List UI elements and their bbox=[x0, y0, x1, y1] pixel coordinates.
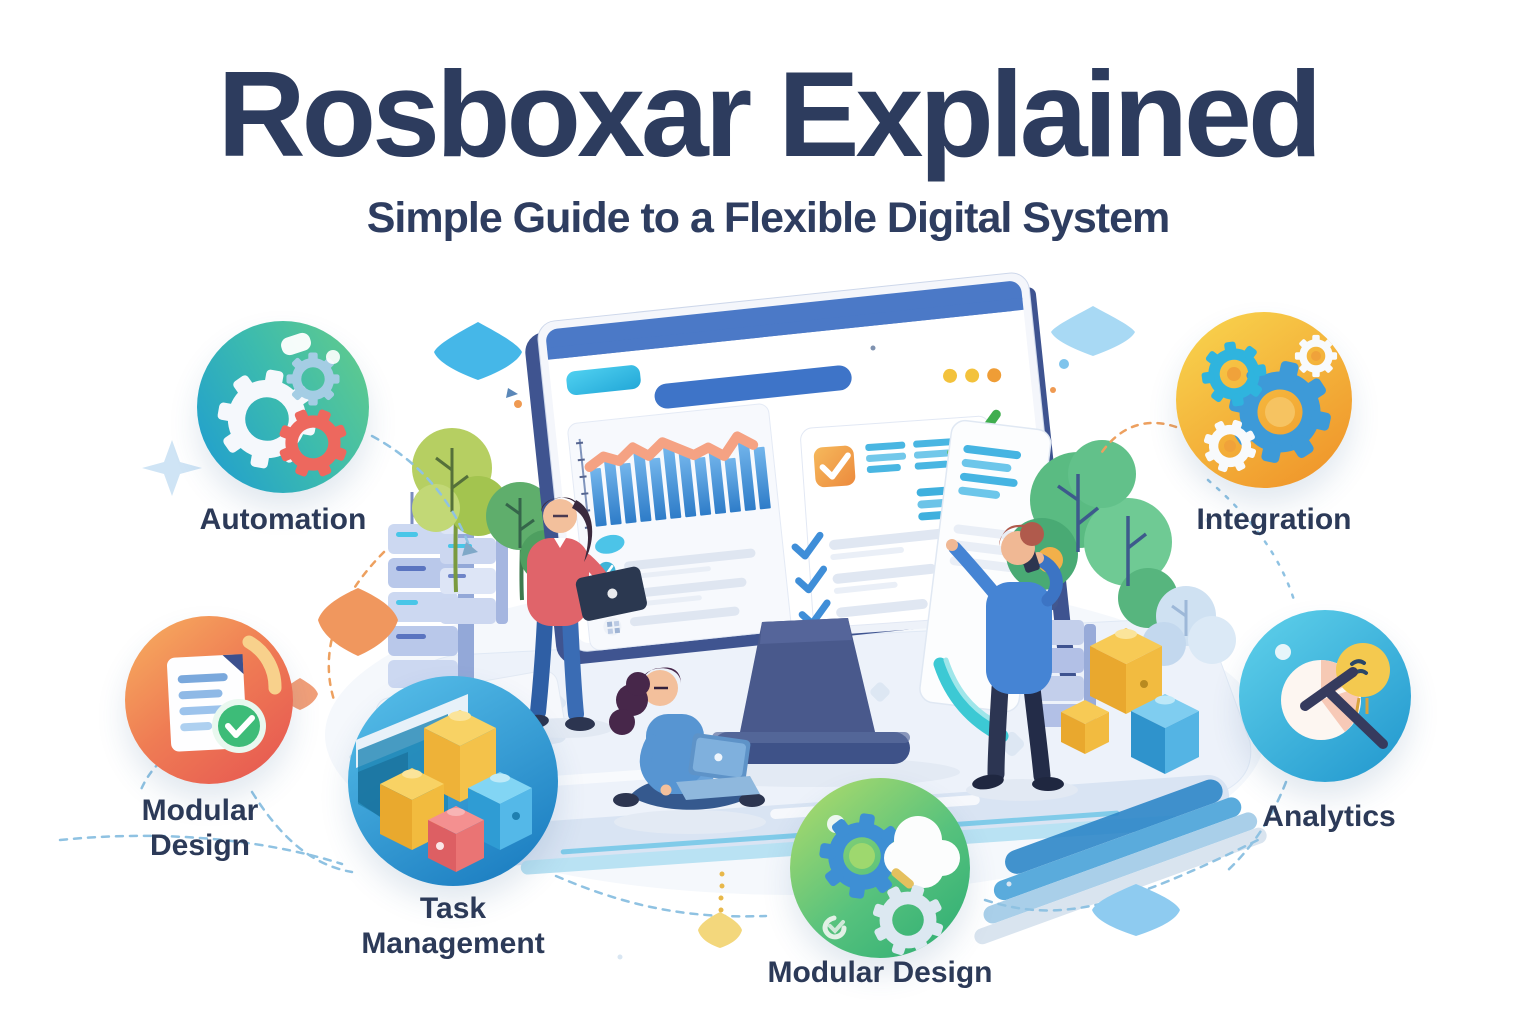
pie-chart-magnifier-icon bbox=[1239, 610, 1411, 782]
screen-checklist-right bbox=[791, 528, 947, 628]
page-title: Rosboxar Explained bbox=[217, 46, 1323, 182]
feature-label-modular-design-left: Modular Design bbox=[141, 794, 259, 862]
monitor bbox=[525, 272, 1078, 696]
gears-cloud-icon bbox=[790, 778, 970, 958]
integration-gears-icon bbox=[1176, 312, 1352, 488]
pendant bbox=[698, 871, 742, 948]
document-check-icon bbox=[125, 616, 293, 784]
block-stack bbox=[1030, 620, 1199, 774]
screen-cyan-pill bbox=[566, 365, 641, 396]
screen-search-bar bbox=[654, 365, 852, 409]
laptop bbox=[575, 566, 647, 621]
feature-label-modular-design-center: Modular Design bbox=[767, 956, 993, 989]
building-blocks-icon bbox=[348, 676, 558, 886]
decor-shapes bbox=[142, 306, 1211, 960]
monitor-stand bbox=[660, 618, 960, 787]
server-stack bbox=[388, 492, 508, 688]
feature-label-automation: Automation bbox=[199, 503, 367, 536]
platform-swoosh bbox=[974, 779, 1267, 945]
seated-person bbox=[609, 667, 766, 834]
feature-label-task-management: Task Management bbox=[361, 892, 545, 960]
feature-label-analytics: Analytics bbox=[1262, 800, 1396, 833]
page-subtitle: Simple Guide to a Flexible Digital Syste… bbox=[366, 194, 1171, 242]
chart-wave bbox=[584, 431, 759, 473]
orange-checkbox bbox=[813, 445, 856, 488]
automation-gears-icon bbox=[197, 321, 369, 493]
feature-label-integration: Integration bbox=[1196, 503, 1352, 536]
woman-with-laptop bbox=[517, 497, 647, 738]
laptop bbox=[688, 733, 751, 782]
man-at-panel bbox=[946, 522, 1078, 801]
